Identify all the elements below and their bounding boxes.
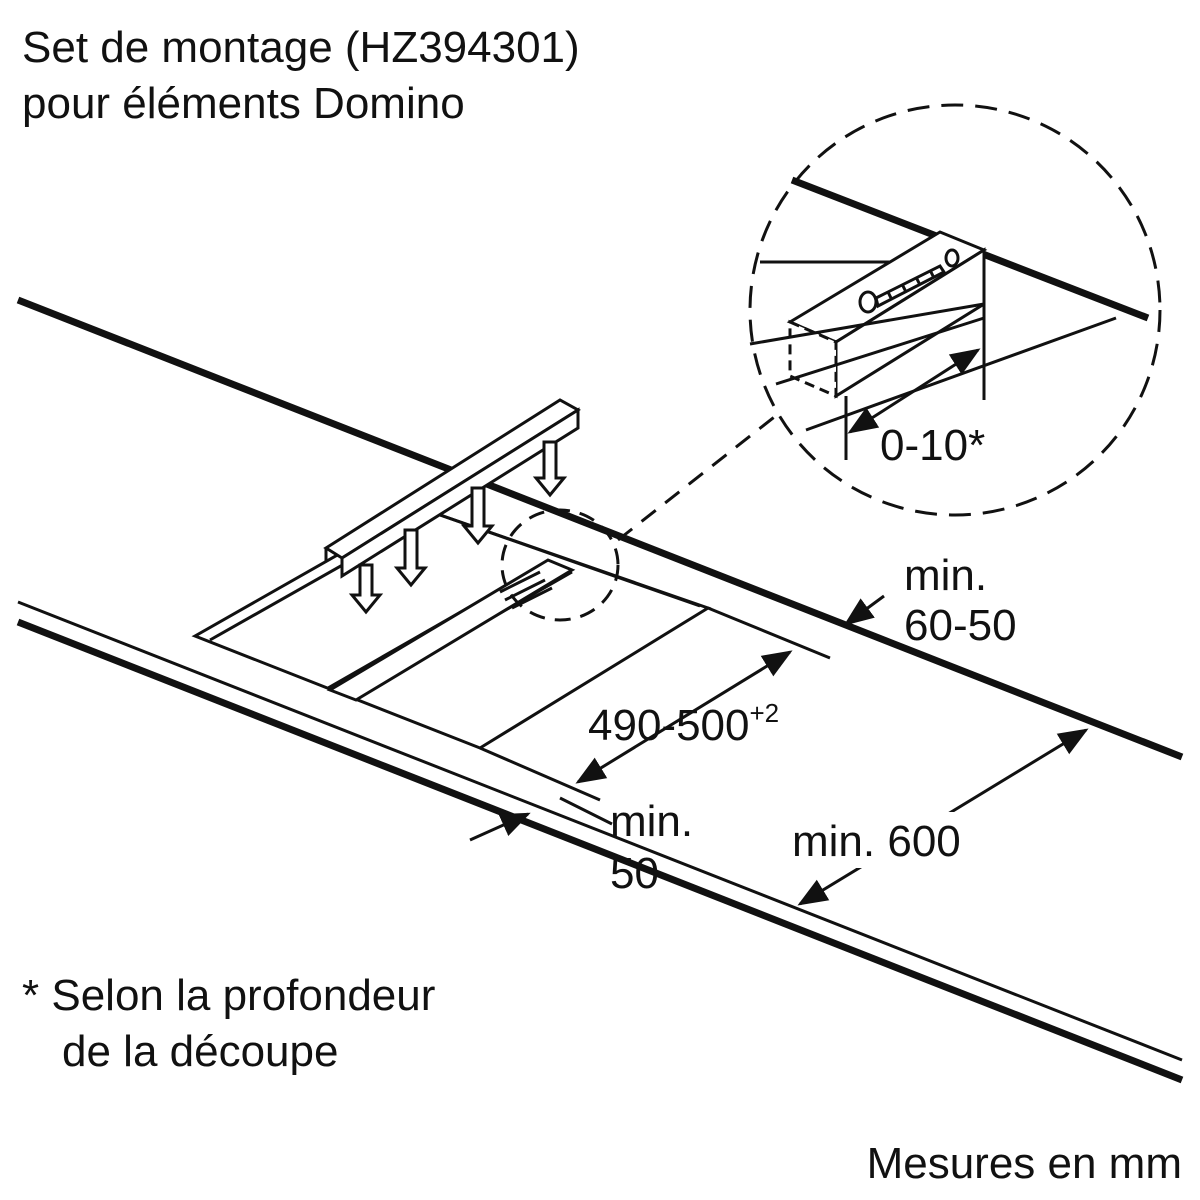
cutout-depth-ext-back [707,606,831,660]
back-min-value: 60-50 [904,601,1017,650]
back-min-leader [843,594,885,626]
worktop-depth-label-bg [785,812,1010,868]
worktop-back-edge [16,296,1184,761]
title-line-2: pour éléments Domino [22,79,465,128]
cutout-depth-tolerance: +2 [749,698,779,728]
screw-icon [858,264,947,314]
detail-rail-front [788,319,838,399]
arrow-down-3 [460,486,496,546]
footnote-line-2: de la découpe [62,1027,339,1076]
worktop-front-top-edge [17,600,1183,1062]
mounting-bar-front [340,407,580,579]
gap-dimension-label: 0-10* [880,421,985,470]
cutout-depth-label: 490-500+2 [588,698,779,750]
front-min-ext [559,796,613,826]
front-min-leader [469,812,531,842]
worktop-depth-label: min. 600 [792,817,961,866]
footnote-line-1: * Selon la profondeur [22,971,436,1020]
detail-view: 0-10* [748,103,1162,517]
insertion-arrows [348,440,568,615]
arrow-down-2 [393,528,429,588]
detail-hole [944,248,960,268]
detail-marker-circle [500,508,620,622]
back-min-label: min. [904,551,987,600]
cutout-depth-dimension [479,606,831,802]
diagram-title: Set de montage (HZ394301) pour éléments … [22,20,580,132]
title-line-1: Set de montage (HZ394301) [22,23,580,72]
arrow-down-4 [532,440,568,498]
detail-bracket-base-1 [749,302,985,346]
cutout-rail-slot-1 [499,570,541,594]
cutout-depth-value: 490-500 [588,701,749,750]
gap-dimension-line [847,348,981,434]
cutout-depth-ext-front [479,746,601,802]
front-min-value: 50 [610,849,659,898]
front-min-label: min. [610,797,693,846]
worktop-front-bottom-edge [16,618,1184,1084]
worktop-outline [16,296,1184,1084]
cutout-depth-line [575,650,793,784]
arrow-down-1 [348,563,384,615]
units-note: Mesures en mm [866,1139,1182,1188]
mounting-bar [323,398,581,579]
footnote: * Selon la profondeur de la découpe [22,968,435,1080]
